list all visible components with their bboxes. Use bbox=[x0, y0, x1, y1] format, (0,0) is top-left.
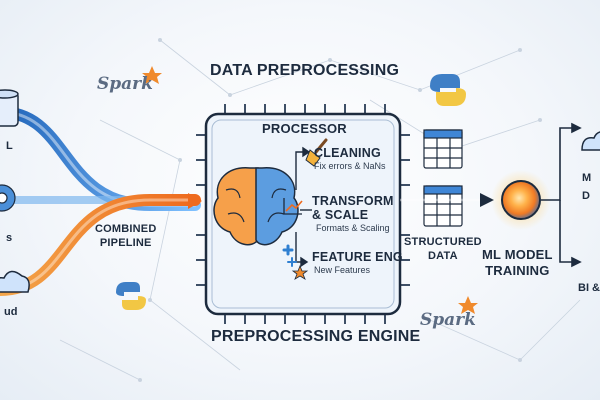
ml-model-label: ML MODEL TRAINING bbox=[482, 247, 553, 279]
combined-pipeline-line2: PIPELINE bbox=[99, 237, 152, 249]
brain-icon bbox=[213, 167, 299, 246]
processor-label: PROCESSOR bbox=[262, 121, 347, 136]
structured-data-line2: DATA bbox=[428, 250, 458, 262]
merge-arrow bbox=[188, 193, 202, 209]
cloud-icon bbox=[0, 270, 30, 293]
spark-logo-text: Spark bbox=[97, 74, 153, 94]
step-feature-title: FEATURE ENG bbox=[312, 250, 403, 264]
left-edge-label-2: s bbox=[6, 232, 13, 244]
spark-logo-text-bottom: Spark bbox=[420, 310, 476, 330]
processor-chip bbox=[196, 104, 410, 324]
engine-label: PREPROCESSING ENGINE bbox=[211, 328, 421, 345]
cloud-icon-right bbox=[581, 131, 600, 151]
step-transform-title-line2: & SCALE bbox=[312, 208, 369, 222]
left-edge-label-1: L bbox=[6, 140, 13, 152]
right-edge-label-3: BI & bbox=[578, 282, 600, 294]
structured-data-label: STRUCTURED DATA bbox=[404, 235, 482, 263]
combined-pipeline-label: COMBINED PIPELINE bbox=[95, 222, 157, 250]
model-orb bbox=[491, 170, 551, 230]
python-logo-top bbox=[430, 74, 466, 106]
plus-star-icon bbox=[282, 244, 309, 280]
structured-data-line1: STRUCTURED bbox=[404, 236, 482, 248]
table-icon-bottom bbox=[423, 185, 463, 227]
step-transform-title-line1: TRANSFORM bbox=[312, 194, 394, 208]
step-transform-subtitle: Formats & Scaling bbox=[316, 223, 390, 233]
scale-chart-icon bbox=[283, 198, 303, 215]
spark-star-icon bbox=[142, 66, 162, 84]
input-streams bbox=[0, 106, 201, 296]
spark-star-icon-bottom bbox=[458, 296, 478, 314]
right-edge-label-2: D bbox=[582, 190, 590, 202]
gear-icon bbox=[0, 184, 16, 212]
left-edge-label-3: ud bbox=[4, 306, 18, 318]
step-feature-subtitle: New Features bbox=[314, 265, 371, 275]
combined-pipeline-line1: COMBINED bbox=[95, 223, 157, 235]
output-arrow bbox=[480, 193, 494, 207]
broom-icon bbox=[305, 138, 328, 167]
diagram-title: DATA PREPROCESSING bbox=[210, 62, 400, 79]
chip-pins bbox=[196, 104, 410, 324]
step-connectors bbox=[295, 146, 312, 268]
database-icon bbox=[0, 89, 19, 127]
step-cleaning-title: CLEANING bbox=[314, 146, 381, 160]
python-logo-bottom bbox=[116, 282, 146, 310]
step-cleaning-subtitle: Fix errors & NaNs bbox=[314, 161, 386, 171]
right-edge-label-1: M bbox=[582, 172, 592, 184]
output-branches bbox=[541, 122, 582, 268]
ml-model-line2: TRAINING bbox=[485, 263, 550, 278]
ml-model-line1: ML MODEL bbox=[482, 247, 553, 262]
table-icon-top bbox=[423, 129, 463, 169]
